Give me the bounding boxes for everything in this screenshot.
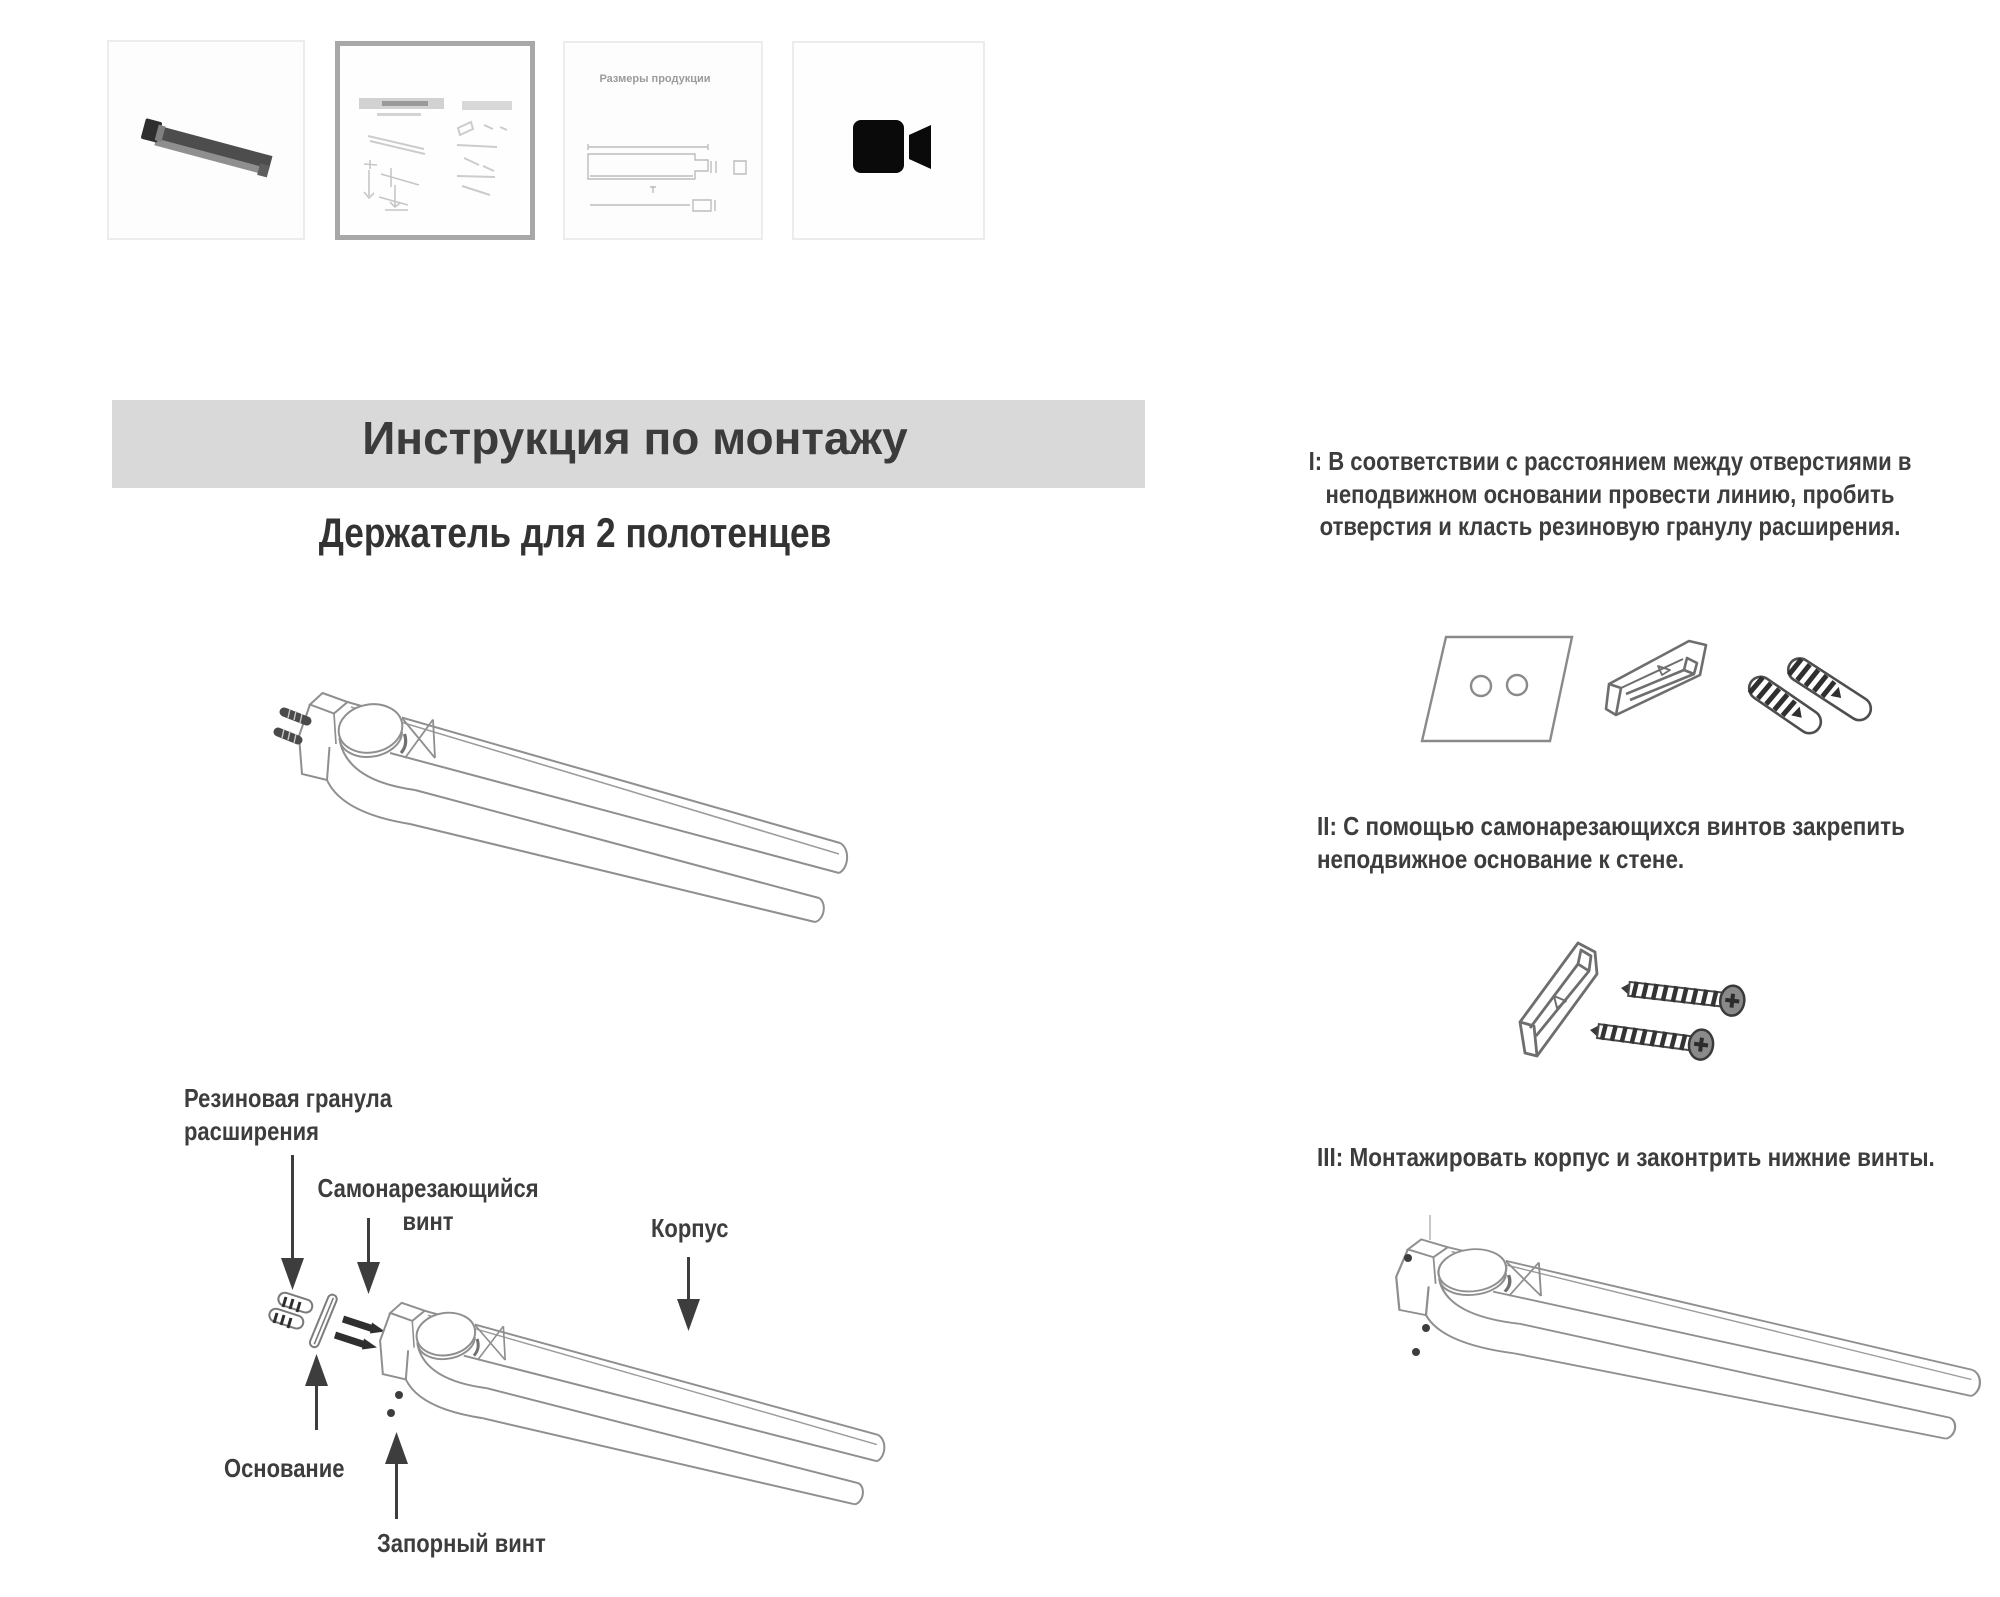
svg-text:Размеры продукции: Размеры продукции — [599, 73, 710, 85]
